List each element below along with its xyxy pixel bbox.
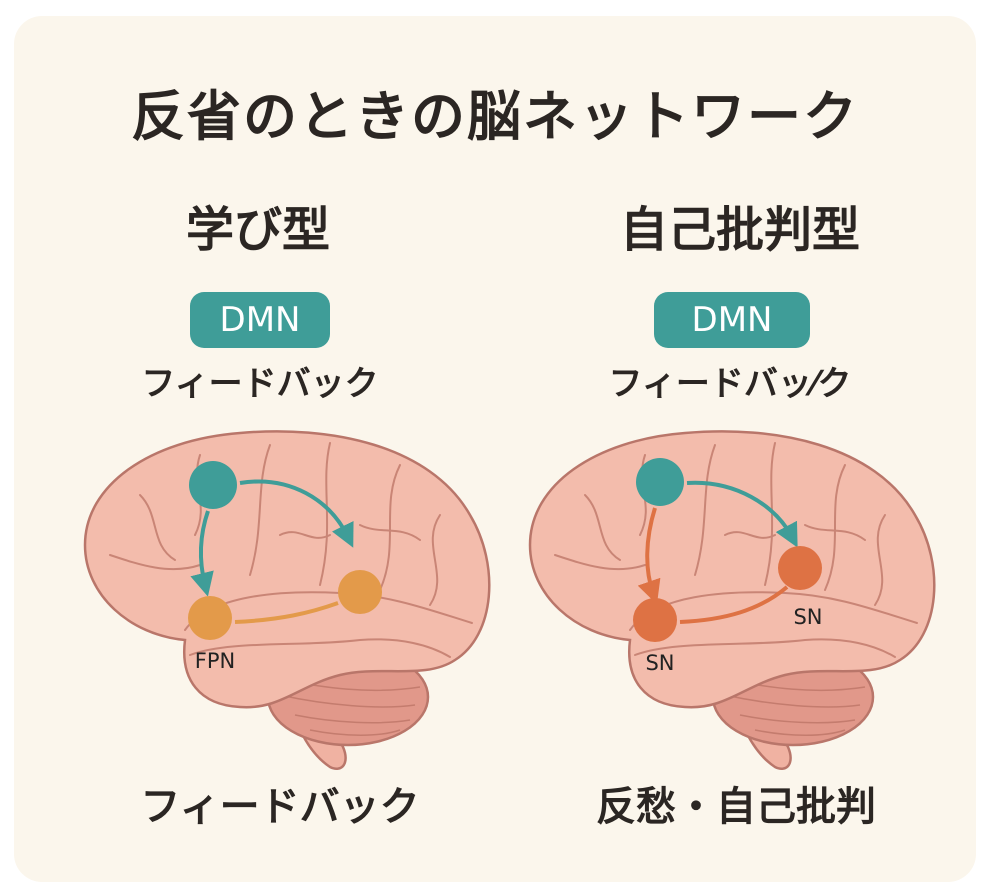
brain-diagram-self-critical: SN SN <box>528 430 936 771</box>
feedback-label-left: フィードバック <box>141 364 379 404</box>
sn-node-left <box>633 598 677 642</box>
self-critical-type-heading: 自己批判型 <box>619 202 860 258</box>
brain-diagram-learning: FPN <box>83 430 491 771</box>
brain-illustration <box>83 430 491 771</box>
fpn-connection-line <box>234 601 339 624</box>
dmn-to-node-arrow <box>239 479 354 548</box>
dmn-badge-right: DMN <box>654 292 810 348</box>
feedback-label-right: フィードバッ⁄ク <box>608 364 852 404</box>
dmn-to-fpn-arrow <box>190 510 214 597</box>
brain-illustration <box>528 430 936 771</box>
bottom-label-left: フィードバック <box>140 784 420 830</box>
bottom-label-right: 反愁・自己批判 <box>596 784 876 830</box>
dmn-to-sn-arrow <box>637 507 661 605</box>
dmn-badge-left: DMN <box>190 292 330 348</box>
fpn-node-2 <box>338 570 382 614</box>
sn-node-right <box>778 546 822 590</box>
learning-type-heading: 学び型 <box>185 202 330 258</box>
sn-label-right: SN <box>793 605 822 629</box>
dmn-node <box>636 458 684 506</box>
sn-connection-line <box>679 585 789 624</box>
fpn-node <box>188 596 232 640</box>
dmn-to-sn-arrow-teal <box>686 480 798 548</box>
dmn-node <box>189 461 237 509</box>
fpn-label: FPN <box>195 649 235 673</box>
sn-label-left: SN <box>645 651 674 675</box>
page-title: 反省のときの脳ネットワーク <box>131 85 859 148</box>
